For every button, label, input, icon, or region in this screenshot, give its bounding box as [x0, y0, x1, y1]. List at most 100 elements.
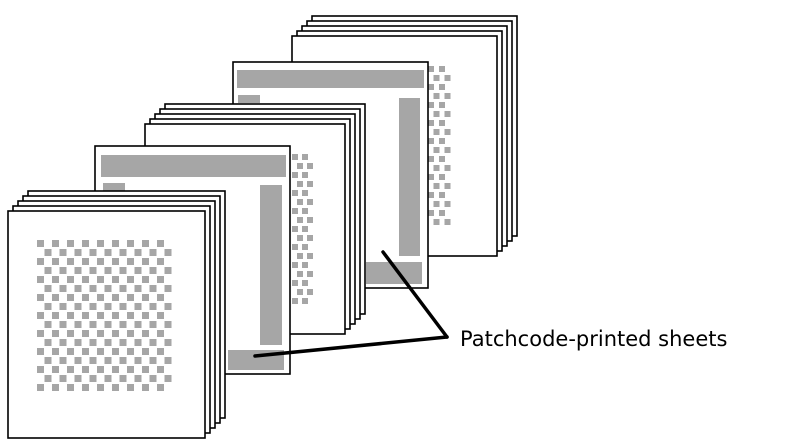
text-dot — [297, 235, 303, 241]
text-dot — [439, 66, 445, 72]
patchcode-bar-side — [260, 185, 282, 345]
text-dot — [292, 226, 298, 232]
text-dot — [119, 357, 127, 364]
text-dot — [157, 330, 164, 337]
text-dot — [52, 276, 59, 283]
text-dot — [112, 348, 119, 355]
text-dot — [44, 249, 52, 256]
text-dot — [104, 375, 112, 382]
text-dot — [142, 294, 149, 301]
text-dot — [164, 249, 172, 256]
text-dot — [433, 165, 440, 171]
text-dot — [149, 303, 157, 310]
patchcode-bar-top — [237, 70, 424, 88]
text-dot — [59, 267, 67, 274]
text-dot — [164, 357, 172, 364]
text-dot — [67, 276, 74, 283]
text-dot — [127, 312, 134, 319]
text-dot — [428, 174, 434, 180]
text-dot — [149, 285, 157, 292]
text-dot — [127, 330, 134, 337]
text-dot — [119, 339, 127, 346]
text-dot — [142, 366, 149, 373]
text-dot — [439, 84, 445, 90]
text-dot — [444, 201, 451, 207]
text-dot — [104, 303, 112, 310]
text-dot — [119, 321, 127, 328]
text-dot — [74, 339, 82, 346]
text-dot — [307, 199, 313, 205]
text-dot — [59, 249, 67, 256]
text-dot — [149, 357, 157, 364]
text-dot — [439, 174, 445, 180]
text-dot — [444, 93, 451, 99]
text-dot — [97, 240, 104, 247]
text-dot — [439, 102, 445, 108]
text-dot — [112, 366, 119, 373]
text-dot — [428, 66, 434, 72]
text-dot — [119, 267, 127, 274]
text-dot — [302, 154, 308, 160]
text-dot — [37, 258, 44, 265]
text-dot — [127, 366, 134, 373]
text-dot — [439, 156, 445, 162]
text-dot — [149, 249, 157, 256]
text-dot — [59, 321, 67, 328]
text-dot — [157, 366, 164, 373]
text-dot — [149, 267, 157, 274]
patchcode-callout-label: Patchcode-printed sheets — [460, 327, 728, 351]
text-dot — [119, 303, 127, 310]
text-dot — [134, 357, 142, 364]
text-dot — [444, 183, 451, 189]
text-dot — [164, 267, 172, 274]
text-dot — [127, 240, 134, 247]
text-dot — [104, 267, 112, 274]
text-dot — [302, 244, 308, 250]
text-dot — [89, 339, 97, 346]
text-dot — [112, 294, 119, 301]
text-dot — [433, 219, 440, 225]
text-dot — [164, 321, 172, 328]
text-dot — [44, 285, 52, 292]
text-dot — [52, 348, 59, 355]
text-dot — [104, 285, 112, 292]
text-dot — [67, 294, 74, 301]
text-dot — [127, 348, 134, 355]
text-dot — [97, 276, 104, 283]
text-dot — [164, 285, 172, 292]
text-dot — [439, 210, 445, 216]
text-dot — [104, 249, 112, 256]
text-dot — [127, 258, 134, 265]
text-dot — [428, 102, 434, 108]
text-dot — [37, 384, 44, 391]
text-dot — [157, 294, 164, 301]
text-dot — [112, 240, 119, 247]
text-dot — [59, 285, 67, 292]
text-dot — [82, 312, 89, 319]
text-dot — [37, 276, 44, 283]
text-dot — [82, 258, 89, 265]
text-dot — [134, 321, 142, 328]
text-dot — [428, 156, 434, 162]
text-dot — [74, 321, 82, 328]
patchcode-bar-bottom — [366, 262, 422, 284]
text-dot — [142, 348, 149, 355]
text-dot — [433, 183, 440, 189]
text-dot — [82, 276, 89, 283]
text-dot — [52, 312, 59, 319]
text-dot — [127, 384, 134, 391]
text-dot — [157, 348, 164, 355]
text-dot — [119, 285, 127, 292]
text-dot — [74, 375, 82, 382]
text-dot — [428, 192, 434, 198]
text-dot — [307, 289, 313, 295]
text-dot — [292, 262, 298, 268]
text-dot — [444, 111, 451, 117]
text-dot — [444, 75, 451, 81]
text-dot — [67, 258, 74, 265]
text-dot — [74, 249, 82, 256]
text-dot — [428, 120, 434, 126]
text-dot — [82, 384, 89, 391]
text-dot — [428, 84, 434, 90]
text-dot — [127, 294, 134, 301]
